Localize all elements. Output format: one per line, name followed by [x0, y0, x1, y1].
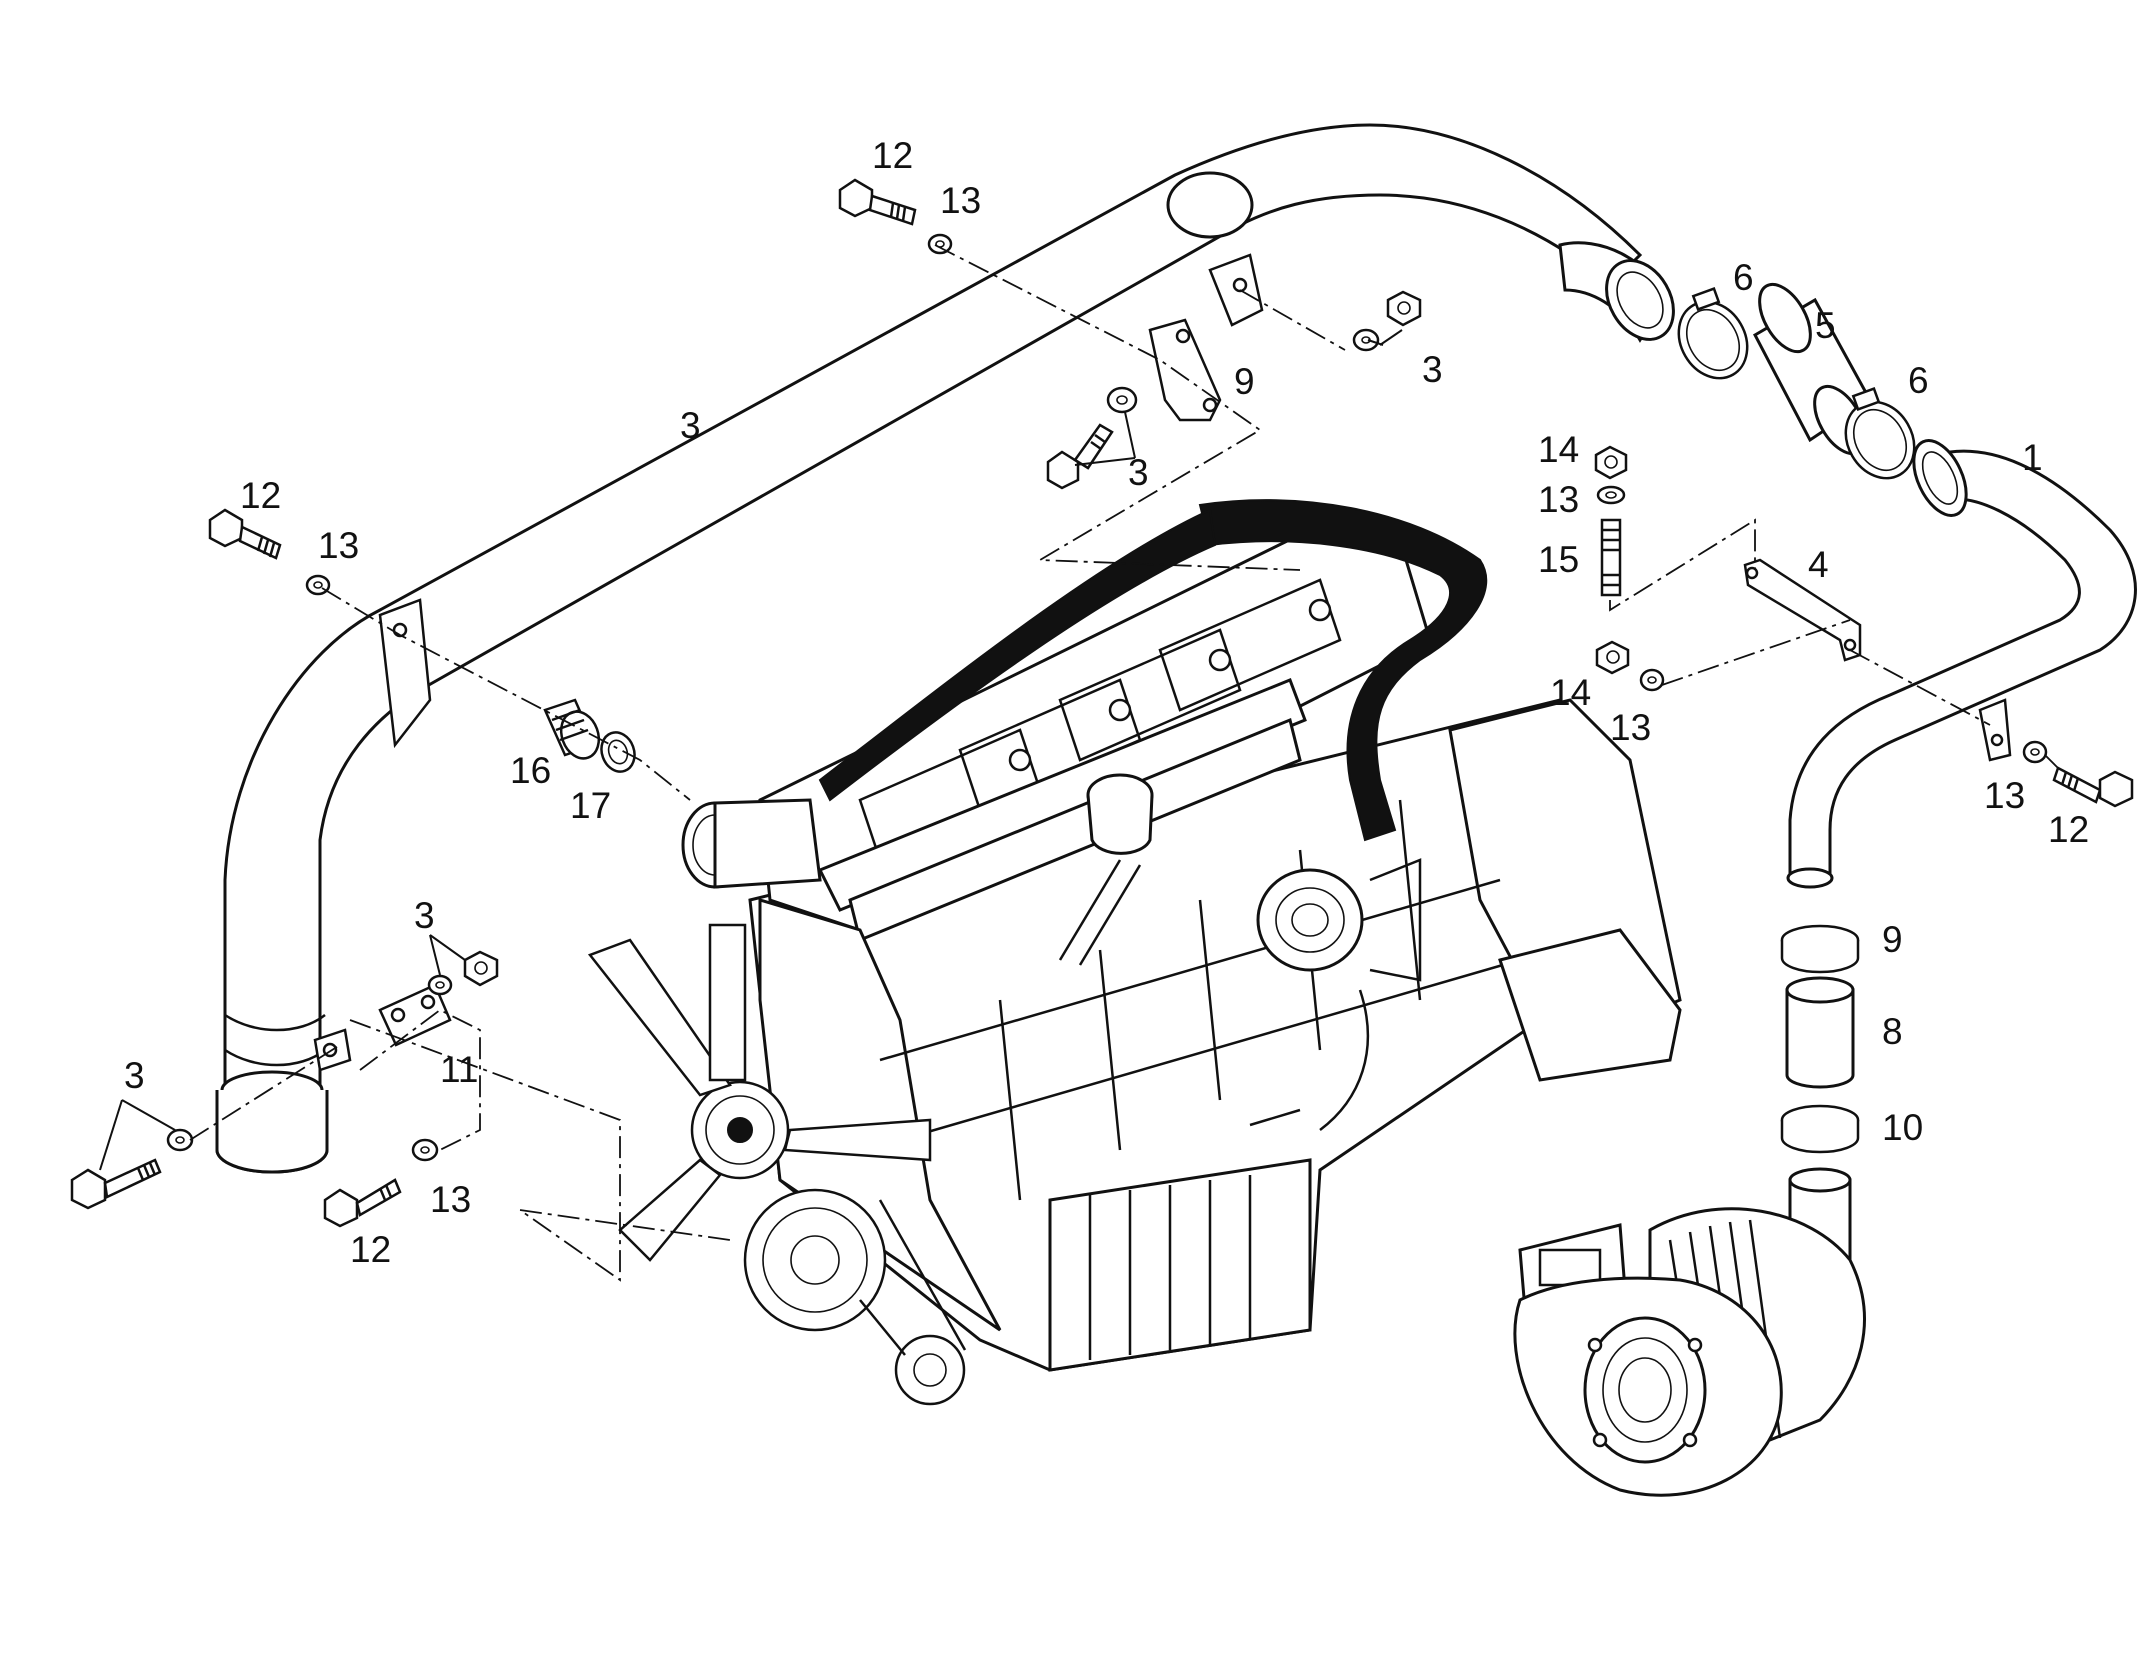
- hex-nut-3-top-right: [1386, 290, 1422, 327]
- hex-nut-3-mid-left: [463, 950, 499, 987]
- stud-15: [1600, 518, 1622, 597]
- pipe-bracket-right: [1978, 698, 2012, 762]
- washer-13-middle: [1639, 668, 1665, 692]
- hex-bolt-12-top: [838, 178, 917, 226]
- charge-air-pipe-3: [215, 123, 1675, 1174]
- hose-clamp-9-upper: [1780, 924, 1860, 974]
- callout-14-top: 14: [1538, 429, 1579, 470]
- callout-13-left: 13: [318, 525, 359, 566]
- hose-clamp-6-right: [1844, 387, 1916, 480]
- turbocharger: [1513, 1167, 1866, 1497]
- callout-3-mid-left: 3: [414, 895, 435, 936]
- washer-3-lower-left: [166, 1128, 194, 1152]
- washer-3-mid-left: [427, 974, 453, 996]
- leader-lines: [99, 329, 1403, 1171]
- hex-nut-14-top: [1594, 445, 1628, 480]
- pipe-bracket-10: [1148, 318, 1222, 422]
- plug-16: [543, 698, 601, 760]
- callout-16: 16: [510, 750, 551, 791]
- hose-clamp-6-left: [1677, 287, 1749, 380]
- callout-12-bottom: 12: [350, 1229, 391, 1270]
- callout-10: 9: [1234, 361, 1255, 402]
- hex-bolt-12-left: [208, 508, 282, 560]
- callout-17: 17: [570, 785, 611, 826]
- callout-5: 5: [1815, 305, 1836, 346]
- washer-13-bottom: [411, 1138, 439, 1162]
- callout-9-lower: 10: [1882, 1107, 1923, 1148]
- callout-1: 1: [2022, 437, 2043, 478]
- callout-3-lower-left: 3: [124, 1055, 145, 1096]
- washer-3-top-middle: [1106, 386, 1138, 414]
- washer-13-stack: [1596, 485, 1626, 505]
- callout-12-right: 12: [2048, 809, 2089, 850]
- callout-11: 11: [440, 1049, 478, 1090]
- callout-4: 4: [1808, 544, 1829, 585]
- hex-bolt-12-bottom: [323, 1178, 402, 1228]
- callout-9-upper: 9: [1882, 919, 1903, 960]
- sealing-ring-17: [600, 731, 636, 773]
- hex-nut-14-middle: [1595, 640, 1630, 675]
- callout-6-right: 6: [1908, 360, 1929, 401]
- hose-clamp-9-lower: [1780, 1104, 1860, 1154]
- callout-3-top-middle: 3: [1128, 452, 1149, 493]
- callout-13-right: 13: [1984, 775, 2025, 816]
- charge-air-pipe-1: [1786, 439, 2137, 889]
- callout-12-left: 12: [240, 475, 281, 516]
- callout-13-stack: 13: [1538, 479, 1579, 520]
- callout-12-top: 12: [872, 135, 913, 176]
- hex-bolt-3-top-middle: [1046, 423, 1114, 490]
- callout-13-top: 13: [940, 180, 981, 221]
- pipe-bracket-top: [1208, 253, 1264, 327]
- washer-3-top-right: [1352, 328, 1380, 352]
- callout-13-bottom: 13: [430, 1179, 471, 1220]
- callout-3-top-right: 3: [1422, 349, 1443, 390]
- callout-14-middle: 14: [1550, 672, 1591, 713]
- callout-3-pipe: 3: [680, 405, 701, 446]
- callout-labels: 12 13 6 5 6 1 3 9 3 3 14 13 15 4 14 13 1…: [124, 135, 2089, 1270]
- callout-8: 8: [1882, 1011, 1903, 1052]
- callout-15: 15: [1538, 539, 1579, 580]
- assembly-guide-lines: [189, 244, 2059, 1282]
- rubber-sleeve-8: [1785, 976, 1855, 1089]
- pipe-bracket-left: [378, 598, 432, 749]
- mounting-plate-11: [378, 983, 452, 1047]
- washer-13-right: [2022, 740, 2048, 764]
- washer-13-left: [305, 574, 331, 596]
- bracket-4: [1743, 558, 1862, 662]
- engine-block: [587, 499, 1682, 1406]
- washer-13-top: [927, 233, 953, 255]
- callout-13-middle: 13: [1610, 707, 1651, 748]
- callout-6-left: 6: [1733, 257, 1754, 298]
- hex-bolt-12-right: [2052, 766, 2134, 808]
- hex-bolt-3-lower-left: [70, 1158, 162, 1210]
